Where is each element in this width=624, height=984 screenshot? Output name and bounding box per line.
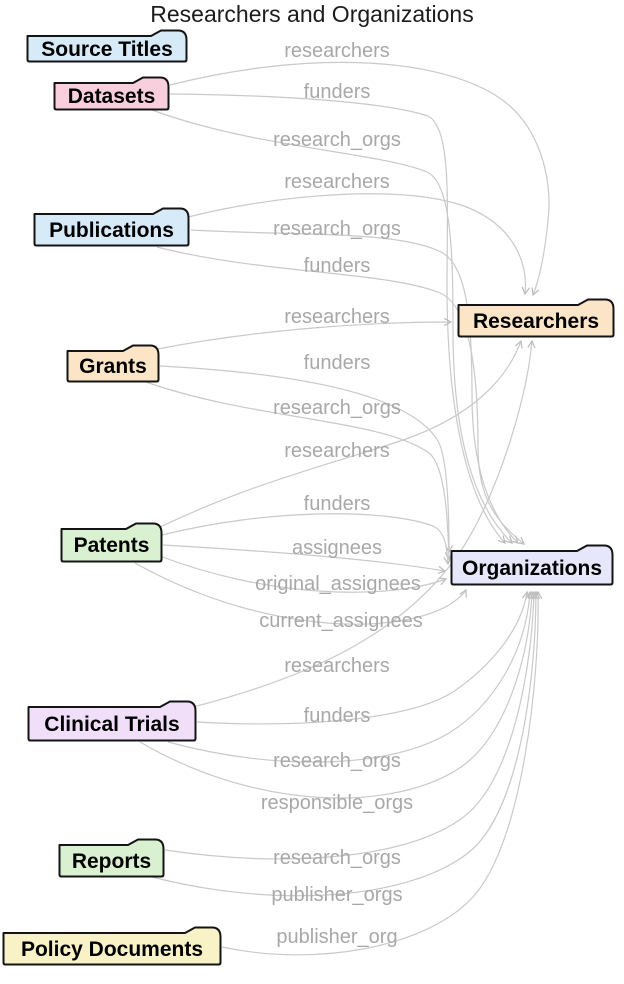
edge-datasets-research-orgs xyxy=(151,109,513,544)
edge-reports-research-orgs xyxy=(164,590,538,860)
folder-shape xyxy=(26,29,188,63)
edge-grants-funders xyxy=(159,365,454,554)
edge-label: responsible_orgs xyxy=(261,792,413,814)
edge-label: funders xyxy=(304,493,371,515)
edge-label: publisher_org xyxy=(276,926,397,948)
node-label: Datasets xyxy=(67,85,156,108)
edge-patents-original-assignees xyxy=(159,555,448,593)
edge-label: funders xyxy=(304,352,371,374)
folder-shape xyxy=(58,838,165,878)
edge-grants-researchers xyxy=(157,317,453,350)
edge-label: research_orgs xyxy=(273,129,401,151)
node-reports: Reports xyxy=(58,838,165,878)
folder-shape xyxy=(53,76,170,111)
node-label: Organizations xyxy=(461,556,603,580)
node-label: Clinical Trials xyxy=(44,712,180,736)
edge-label: research_orgs xyxy=(273,750,401,772)
edge-labels: researchers funders research_orgs resear… xyxy=(255,40,423,948)
edge-label: research_orgs xyxy=(273,218,401,240)
edge-clinical-trials-research-orgs xyxy=(167,590,534,763)
node-label: Source Titles xyxy=(41,37,173,61)
edge-label: funders xyxy=(304,81,371,103)
edge-label: publisher_orgs xyxy=(271,884,402,906)
edge-label: researchers xyxy=(284,655,390,677)
folder-shape xyxy=(33,207,190,247)
node-clinical-trials: Clinical Trials xyxy=(27,700,197,742)
edge-publications-research-orgs xyxy=(190,229,519,544)
node-label: Publications xyxy=(49,218,174,242)
diagram-title: Researchers and Organizations xyxy=(150,1,474,27)
edge-clinical-trials-funders xyxy=(196,590,531,725)
edge-datasets-researchers xyxy=(169,61,550,297)
edge-label: research_orgs xyxy=(273,847,401,869)
edge-label: research_orgs xyxy=(273,397,401,419)
node-researchers: Researchers xyxy=(457,298,615,338)
folder-shape xyxy=(27,700,197,742)
edge-clinical-trials-researchers xyxy=(192,339,536,708)
folder-shape xyxy=(66,344,160,383)
node-label: Policy Documents xyxy=(20,937,204,961)
folder-shape xyxy=(450,544,614,586)
edge-policy-documents-publisher-org xyxy=(221,590,543,956)
folder-shape xyxy=(2,926,222,966)
node-grants: Grants xyxy=(66,344,160,383)
edge-patents-current-assignees xyxy=(134,562,467,625)
edge-patents-assignees xyxy=(162,544,447,575)
node-organizations: Organizations xyxy=(450,544,614,586)
edge-publications-researchers xyxy=(187,193,530,296)
edge-label: current_assignees xyxy=(259,610,422,632)
folder-shape xyxy=(457,298,615,338)
edge-label: original_assignees xyxy=(255,573,421,595)
node-label: Reports xyxy=(71,849,152,873)
folder-shape xyxy=(60,522,163,563)
edge-label: researchers xyxy=(284,40,390,62)
edge-patents-researchers xyxy=(157,339,523,529)
edge-clinical-trials-responsible-orgs xyxy=(139,590,536,799)
node-datasets: Datasets xyxy=(53,76,170,111)
node-label: Grants xyxy=(79,355,147,378)
edge-label: funders xyxy=(304,705,371,727)
node-publications: Publications xyxy=(33,207,190,247)
edge-datasets-funders xyxy=(169,93,506,544)
edge-label: researchers xyxy=(284,171,390,193)
node-patents: Patents xyxy=(60,522,163,563)
node-label: Researchers xyxy=(472,309,600,333)
edge-label: researchers xyxy=(284,440,390,462)
edge-label: researchers xyxy=(284,306,390,328)
edge-reports-publisher-orgs xyxy=(151,590,541,897)
node-policy-documents: Policy Documents xyxy=(2,926,222,966)
edge-label: funders xyxy=(304,255,371,277)
edge-grants-research-orgs xyxy=(145,381,453,561)
node-source-titles: Source Titles xyxy=(26,29,188,63)
edge-patents-funders xyxy=(161,513,452,566)
node-label: Patents xyxy=(73,534,150,557)
edge-label: assignees xyxy=(292,537,382,559)
